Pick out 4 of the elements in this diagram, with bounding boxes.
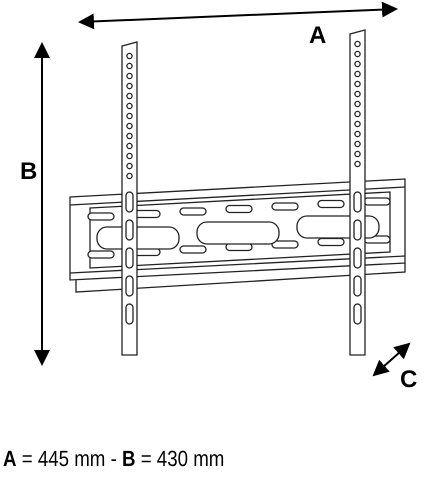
dimension-label: C [400,368,418,392]
dimension-label: A [309,24,326,48]
dimension-label: B [20,160,38,184]
dimension-note: A = 445 mm - B = 430 mm [3,448,224,470]
